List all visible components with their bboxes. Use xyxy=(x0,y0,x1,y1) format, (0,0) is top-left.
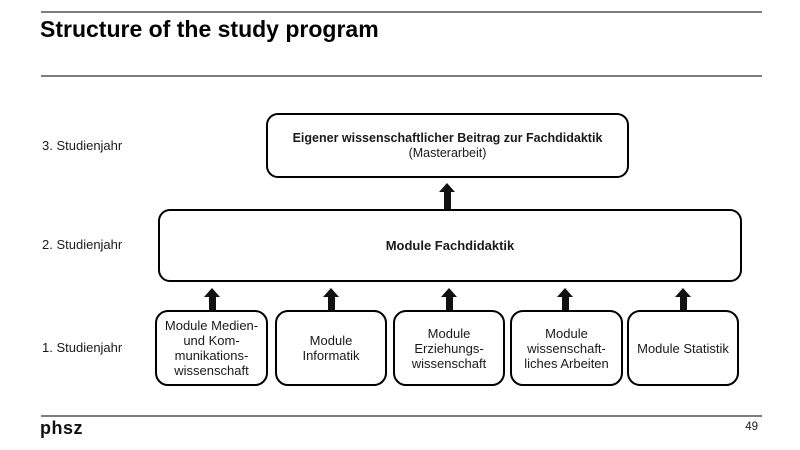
masterarbeit-box-title: Eigener wissenschaftlicher Beitrag zur F… xyxy=(292,130,603,145)
module-box-line: und Kom- xyxy=(183,333,240,348)
module-box-line: wissenschaft xyxy=(411,355,487,371)
arrow-head-icon xyxy=(675,288,691,297)
arrow-shaft xyxy=(327,297,335,310)
arrow-shaft xyxy=(208,297,216,310)
year-label-3: 3. Studienjahr xyxy=(42,138,123,153)
arrow-head-icon xyxy=(441,288,457,297)
arrow-box2-icon xyxy=(323,288,339,310)
arrow-head-icon xyxy=(557,288,573,297)
module-box-line: Informatik xyxy=(302,348,360,363)
footer-rule xyxy=(41,415,762,417)
arrow-shaft xyxy=(445,297,453,310)
arrow-shaft xyxy=(561,297,569,310)
top-rule xyxy=(41,11,762,13)
masterarbeit-box-subtitle: (Masterarbeit) xyxy=(408,145,487,160)
module-box-erziehungswissenschaft: Module Erziehungs- wissenschaft xyxy=(393,310,505,386)
masterarbeit-box: Eigener wissenschaftlicher Beitrag zur F… xyxy=(266,113,629,178)
module-box-line: Erziehungs- xyxy=(414,340,484,356)
module-box-line: liches Arbeiten xyxy=(524,355,609,371)
arrow-box5-icon xyxy=(675,288,691,310)
module-box-line: wissenschaft xyxy=(174,363,249,378)
arrow-shaft xyxy=(679,297,687,310)
arrow-box1-icon xyxy=(204,288,220,310)
module-box-line: Module xyxy=(309,333,353,348)
module-box-informatik: Module Informatik xyxy=(275,310,387,386)
arrow-box4-icon xyxy=(557,288,573,310)
page-title: Structure of the study program xyxy=(40,16,379,42)
arrow-head-icon xyxy=(323,288,339,297)
module-box-statistik: Module Statistik xyxy=(627,310,739,386)
arrow-head-icon xyxy=(439,183,455,192)
module-box-line: Module Medien- xyxy=(164,318,259,333)
arrow-fachdidaktik-to-masterarbeit-icon xyxy=(439,183,455,209)
fachdidaktik-box: Module Fachdidaktik xyxy=(158,209,742,282)
module-box-medien-kommunikation: Module Medien- und Kom- munikations- wis… xyxy=(155,310,268,386)
module-box-line: wissenschaft- xyxy=(527,340,606,356)
module-box-line: munikations- xyxy=(174,348,249,363)
module-box-line: Module xyxy=(545,325,588,341)
page-number: 49 xyxy=(745,421,758,433)
module-box-wissenschaftliches-arbeiten: Module wissenschaft- liches Arbeiten xyxy=(510,310,623,386)
module-box-line: Module xyxy=(427,325,471,341)
arrow-shaft xyxy=(443,192,451,209)
module-box-line: Module Statistik xyxy=(637,340,729,356)
arrow-head-icon xyxy=(204,288,220,297)
year-label-1: 1. Studienjahr xyxy=(42,340,123,355)
arrow-box3-icon xyxy=(441,288,457,310)
title-rule xyxy=(41,75,762,77)
year-label-2: 2. Studienjahr xyxy=(42,237,123,252)
fachdidaktik-box-title: Module Fachdidaktik xyxy=(385,238,515,253)
phsz-logo: phsz xyxy=(40,418,84,438)
